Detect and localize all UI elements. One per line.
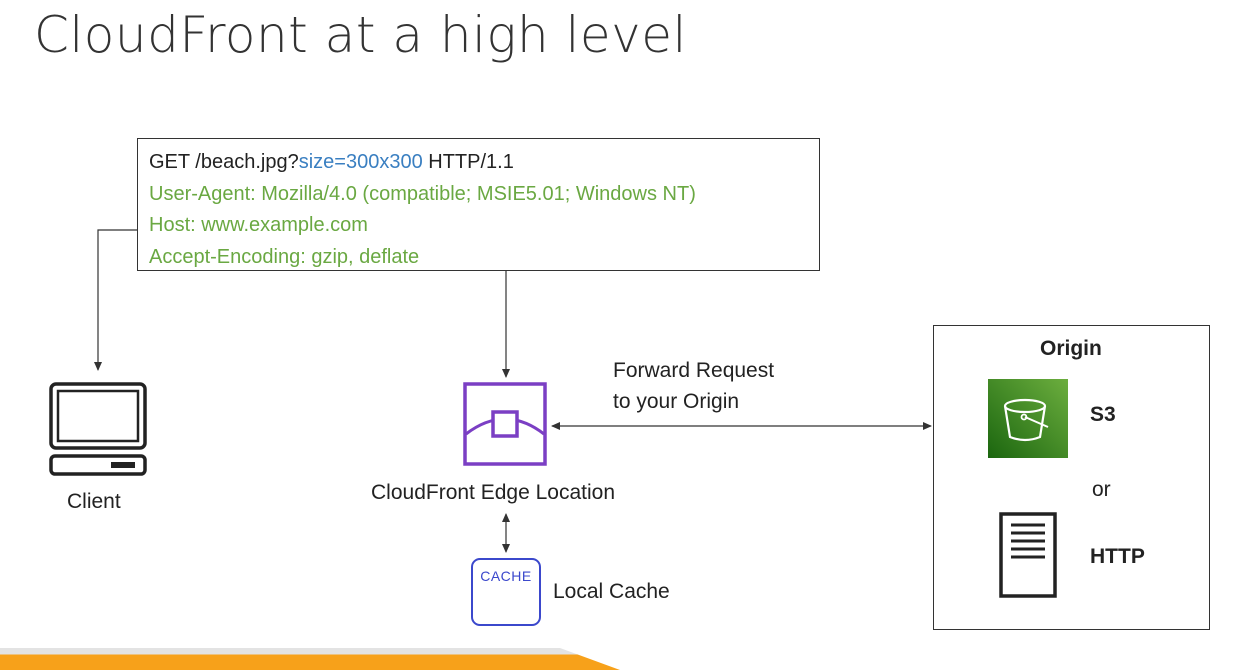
cloudfront-edge-icon — [463, 382, 547, 466]
server-icon — [999, 512, 1057, 598]
slide-title: CloudFront at a high level — [34, 6, 687, 64]
footer-accent-bar — [0, 648, 620, 670]
request-line: GET /beach.jpg?size=300x300 HTTP/1.1 — [149, 147, 819, 179]
or-label: or — [1092, 478, 1111, 501]
edge-location-label: CloudFront Edge Location — [371, 481, 615, 504]
header-accept-encoding: Accept-Encoding: gzip, deflate — [149, 245, 420, 268]
origin-title: Origin — [1040, 337, 1102, 360]
forward-request-line2: to your Origin — [613, 390, 740, 413]
client-label: Client — [67, 490, 121, 513]
request-line-prefix: GET /beach.jpg? — [149, 151, 299, 173]
request-query-param: size=300x300 — [298, 151, 423, 173]
forward-request-label: Forward Request to your Origin — [613, 355, 774, 417]
origin-box — [933, 325, 1210, 630]
s3-label: S3 — [1090, 403, 1116, 426]
header-host: Host: www.example.com — [149, 214, 368, 236]
cache-icon-text: CACHE — [480, 568, 532, 584]
request-line-suffix: HTTP/1.1 — [422, 151, 514, 173]
cache-icon: CACHE — [471, 558, 541, 626]
forward-request-line1: Forward Request — [613, 359, 775, 382]
s3-bucket-icon — [988, 379, 1068, 458]
request-to-client-arrow — [94, 229, 137, 371]
http-request-box: GET /beach.jpg?size=300x300 HTTP/1.1 Use… — [137, 138, 820, 271]
header-user-agent: User-Agent: Mozilla/4.0 (compatible; MSI… — [149, 182, 696, 205]
local-cache-label: Local Cache — [553, 580, 670, 603]
computer-icon — [49, 382, 147, 476]
http-label: HTTP — [1090, 545, 1145, 568]
